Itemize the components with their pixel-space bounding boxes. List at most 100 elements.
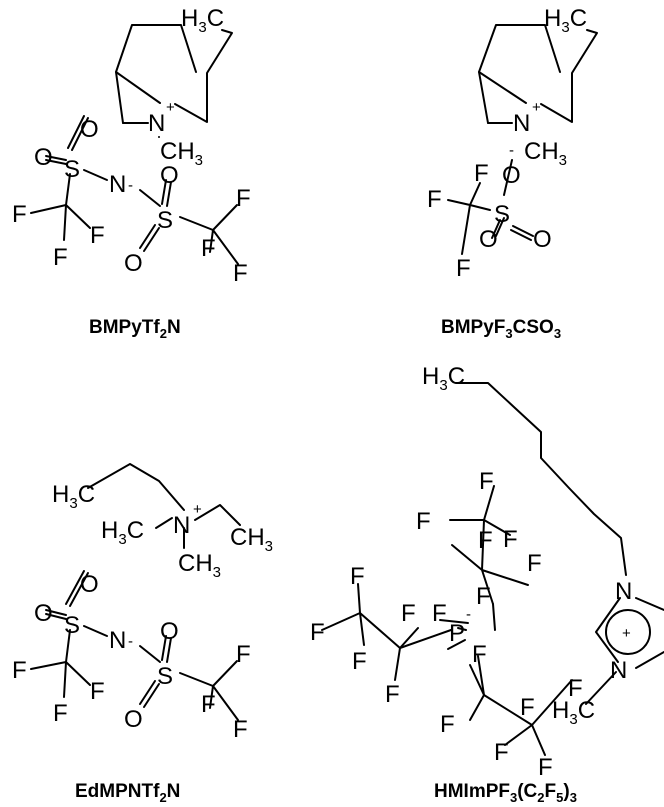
atom-n-plus: N bbox=[148, 110, 165, 137]
bond bbox=[179, 216, 214, 231]
atom-label: F bbox=[440, 711, 455, 738]
bond bbox=[595, 597, 664, 669]
bond bbox=[143, 683, 160, 708]
bond bbox=[161, 179, 167, 205]
bond bbox=[399, 629, 452, 649]
bond bbox=[143, 227, 160, 252]
atom-label: F bbox=[432, 600, 447, 627]
imidazolium-ring-circle bbox=[605, 609, 651, 655]
bond bbox=[45, 155, 67, 161]
atom-label: F bbox=[53, 244, 68, 271]
atom-label: H3C bbox=[52, 481, 95, 512]
atom-label: F bbox=[233, 260, 248, 287]
charge-minus: - bbox=[466, 606, 471, 623]
atom-n-minus: N bbox=[109, 171, 126, 198]
atom-label: F bbox=[352, 648, 367, 675]
caption-bmpytf2n: BMPyTf2N bbox=[89, 317, 181, 341]
atom-label: O bbox=[533, 226, 552, 253]
atom-label: CH3 bbox=[230, 524, 273, 555]
atom-label: F bbox=[233, 716, 248, 743]
atom-label: F bbox=[12, 657, 27, 684]
bond bbox=[45, 609, 67, 616]
atom-label: F bbox=[236, 641, 251, 668]
atom-label: O bbox=[80, 116, 99, 143]
atom-label: F bbox=[201, 691, 216, 718]
atom-label: H3C bbox=[101, 517, 144, 548]
bond bbox=[83, 169, 108, 181]
atom-label: F bbox=[53, 700, 68, 727]
bond bbox=[65, 173, 71, 206]
atom-label: F bbox=[503, 526, 518, 553]
bond bbox=[439, 619, 469, 624]
atom-label: O bbox=[479, 226, 498, 253]
bond bbox=[174, 29, 233, 123]
atom-label: CH3 bbox=[178, 550, 221, 581]
bond bbox=[469, 204, 491, 211]
bond bbox=[469, 664, 485, 721]
bond bbox=[30, 661, 91, 698]
bond bbox=[449, 485, 511, 536]
atom-label: F bbox=[568, 675, 583, 702]
charge-minus: - bbox=[128, 177, 133, 194]
atom-label: F bbox=[427, 186, 442, 213]
atom-label: F bbox=[416, 508, 431, 535]
bond bbox=[491, 219, 501, 239]
atom-label: CH3 bbox=[524, 138, 567, 169]
atom-label: F bbox=[520, 694, 535, 721]
bond bbox=[478, 71, 489, 124]
charge-minus: - bbox=[128, 633, 133, 650]
atom-label: S bbox=[64, 156, 80, 183]
bond bbox=[69, 572, 89, 607]
bond bbox=[512, 225, 534, 237]
bond bbox=[67, 115, 85, 149]
caption-bmpyf3cso3: BMPyF3CSO3 bbox=[441, 317, 561, 341]
charge-minus: - bbox=[509, 142, 514, 159]
charge-plus: + bbox=[622, 625, 631, 642]
atom-label: H3C bbox=[181, 5, 224, 36]
bond bbox=[478, 24, 561, 104]
bond bbox=[510, 229, 532, 241]
atom-n-minus: N bbox=[109, 627, 126, 654]
bond bbox=[447, 639, 466, 650]
bond bbox=[65, 570, 85, 605]
bond bbox=[115, 71, 124, 124]
charge-plus: + bbox=[532, 99, 541, 116]
atom-label: H3C bbox=[544, 5, 587, 36]
atom-label: O bbox=[124, 706, 143, 733]
atom-n-plus: N bbox=[173, 512, 190, 539]
bond bbox=[65, 629, 71, 663]
bond bbox=[483, 679, 573, 756]
bond bbox=[321, 583, 401, 649]
molecule-hmimpf3c2f53: H3C P - N N + H3C F F F F F F F F F F F … bbox=[310, 363, 664, 805]
atom-label: S bbox=[157, 663, 173, 690]
atom-label: F bbox=[538, 754, 553, 781]
bond bbox=[451, 519, 529, 605]
atom-label: O bbox=[34, 600, 53, 627]
atom-label: F bbox=[12, 201, 27, 228]
atom-label: F bbox=[350, 563, 365, 590]
bond bbox=[585, 671, 617, 705]
atom-label: F bbox=[90, 678, 105, 705]
molecule-edmpntf2n: H3C H3C N + CH3 CH3 O O S N - O S O F F … bbox=[12, 463, 273, 805]
atom-label: S bbox=[157, 207, 173, 234]
bond bbox=[71, 117, 89, 151]
bond bbox=[166, 181, 172, 207]
bond bbox=[139, 224, 156, 249]
bond bbox=[83, 625, 108, 637]
atom-label: F bbox=[476, 583, 491, 610]
bond bbox=[455, 382, 627, 576]
bond bbox=[209, 204, 239, 265]
bond bbox=[194, 504, 241, 526]
bond bbox=[394, 627, 419, 681]
bond bbox=[115, 24, 197, 104]
atom-label: CH3 bbox=[160, 138, 203, 169]
atom-label: S bbox=[64, 612, 80, 639]
atom-label: H3C bbox=[552, 697, 595, 728]
atom-label: F bbox=[401, 600, 416, 627]
atom-label: F bbox=[236, 185, 251, 212]
atom-label: F bbox=[494, 739, 509, 766]
atom-label: F bbox=[527, 550, 542, 577]
bond bbox=[447, 182, 481, 255]
atom-label: F bbox=[474, 160, 489, 187]
